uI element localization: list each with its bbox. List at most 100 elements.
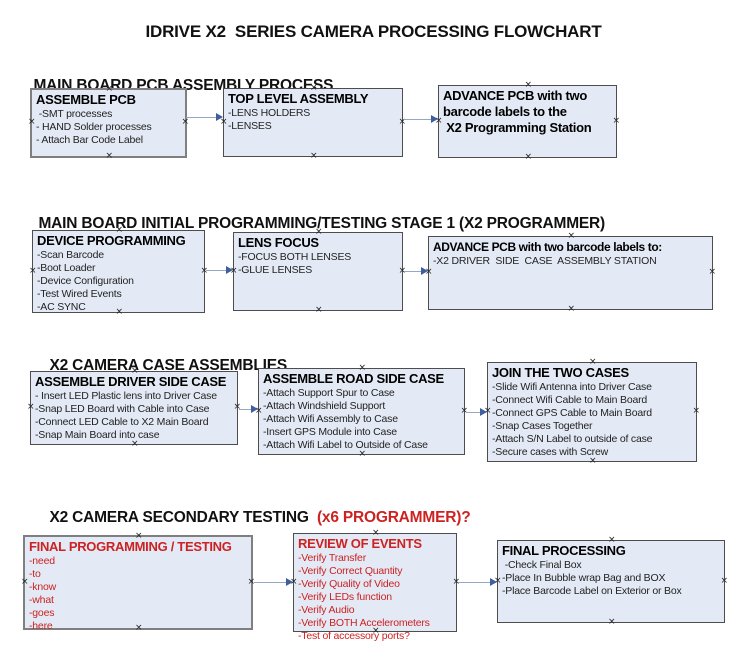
flow-box-device-programming[interactable]: DEVICE PROGRAMMING -Scan Barcode-Boot Lo… bbox=[29, 226, 208, 317]
box-title: FINAL PROGRAMMING / TESTING bbox=[29, 539, 232, 554]
connector-arrow[interactable] bbox=[466, 408, 487, 417]
connector-line bbox=[254, 581, 288, 584]
flow-box-join-the-two-cases[interactable]: JOIN THE TWO CASES -Slide Wifi Antenna i… bbox=[484, 358, 700, 466]
box-title: JOIN THE TWO CASES bbox=[492, 365, 629, 380]
box-body: -Check Final Box-Place In Bubble wrap Ba… bbox=[502, 559, 720, 598]
box-title: FINAL PROCESSING bbox=[502, 543, 626, 558]
box-line: -Test of accessory ports? bbox=[298, 630, 410, 642]
arrowhead-icon bbox=[286, 578, 293, 586]
connector-arrow[interactable] bbox=[239, 405, 258, 414]
box-line: -Verify BOTH Accelerometers bbox=[298, 617, 430, 629]
arrowhead-icon bbox=[421, 267, 428, 275]
box-body: -LENS HOLDERS-LENSES bbox=[228, 107, 398, 133]
connector-arrow[interactable] bbox=[186, 113, 223, 122]
box-line: -Scan Barcode bbox=[37, 249, 104, 261]
box-line: -AC SYNC bbox=[37, 301, 86, 313]
box-body: -X2 DRIVER SIDE CASE ASSEMBLY STATION bbox=[433, 255, 708, 268]
connector-arrow[interactable] bbox=[404, 115, 438, 124]
box-line: -SMT processes bbox=[36, 108, 113, 120]
box-line: -FOCUS BOTH LENSES bbox=[238, 251, 352, 263]
box-body: -Scan Barcode-Boot Loader-Device Configu… bbox=[37, 249, 200, 314]
connector-handle: × bbox=[29, 265, 37, 276]
box-line: -to bbox=[29, 568, 41, 580]
connector-line bbox=[186, 116, 218, 119]
connector-handle: × bbox=[708, 267, 716, 277]
page-title: IDRIVE X2 SERIES CAMERA PROCESSING FLOWC… bbox=[145, 22, 602, 41]
box-body: -Slide Wifi Antenna into Driver Case-Con… bbox=[492, 381, 692, 459]
connector-handle: × bbox=[21, 576, 29, 587]
arrowhead-icon bbox=[490, 578, 497, 586]
box-title: REVIEW OF EVENTS bbox=[298, 536, 422, 551]
connector-arrow[interactable] bbox=[254, 578, 293, 587]
box-line: -Secure cases with Screw bbox=[492, 446, 608, 458]
connector-handle: × bbox=[720, 575, 728, 586]
box-line: -Connect Wifi Cable to Main Board bbox=[492, 394, 648, 406]
box-line: X2 Programming Station bbox=[443, 120, 592, 135]
flow-box-review-of-events[interactable]: REVIEW OF EVENTS -Verify Transfer-Verify… bbox=[290, 529, 460, 643]
section-heading-text: MAIN BOARD INITIAL PROGRAMMING/TESTING S… bbox=[38, 215, 606, 232]
flow-box-assemble-pcb[interactable]: ASSEMBLE PCB -SMT processes- HAND Solder… bbox=[28, 85, 189, 161]
box-title: ADVANCE PCB with two barcode labels to: bbox=[433, 240, 662, 254]
box-line: -Insert GPS Module into Case bbox=[263, 426, 397, 438]
box-line: -Check Final Box bbox=[502, 559, 582, 571]
section-heading-red-text: (x6 PROGRAMMER)? bbox=[316, 509, 471, 526]
box-title: ASSEMBLE PCB bbox=[36, 92, 136, 107]
connector-line bbox=[466, 411, 482, 414]
arrowhead-icon bbox=[480, 408, 487, 416]
box-line: -Verify LEDs function bbox=[298, 591, 392, 603]
arrowhead-icon bbox=[251, 405, 258, 413]
flow-box-advance-pcb-to-case-station[interactable]: ADVANCE PCB with two barcode labels to: … bbox=[425, 232, 716, 314]
box-line: barcode labels to the bbox=[443, 104, 567, 119]
box-line: -Snap Cases Together bbox=[492, 420, 593, 432]
arrowhead-icon bbox=[226, 266, 233, 274]
flow-box-top-level-assembly[interactable]: TOP LEVEL ASSEMBLY -LENS HOLDERS-LENSES … bbox=[220, 84, 406, 161]
section-heading-secondary-testing: X2 CAMERA SECONDARY TESTING (x6 PROGRAMM… bbox=[33, 491, 470, 545]
box-line: -what bbox=[29, 594, 54, 606]
connector-arrow[interactable] bbox=[404, 267, 428, 276]
box-line: -Connect GPS Cable to Main Board bbox=[492, 407, 652, 419]
box-line: -Snap LED Board with Cable into Case bbox=[35, 403, 210, 415]
connector-handle: × bbox=[105, 151, 114, 161]
connector-handle: × bbox=[612, 115, 620, 126]
arrowhead-icon bbox=[216, 113, 223, 121]
box-line: - Attach Bar Code Label bbox=[36, 134, 143, 146]
box-line: -Verify Audio bbox=[298, 604, 355, 616]
connector-line bbox=[404, 118, 433, 121]
box-title: ASSEMBLE DRIVER SIDE CASE bbox=[35, 374, 227, 389]
box-line: -Attach S/N Label to outside of case bbox=[492, 433, 653, 445]
box-line: -Verify Correct Quantity bbox=[298, 565, 403, 577]
connector-line bbox=[206, 269, 228, 272]
flow-box-final-processing[interactable]: FINAL PROCESSING -Check Final Box-Place … bbox=[494, 536, 728, 627]
box-body: - Insert LED Plastic lens into Driver Ca… bbox=[35, 390, 233, 442]
box-line: -Attach Support Spur to Case bbox=[263, 387, 395, 399]
box-line: -Boot Loader bbox=[37, 262, 96, 274]
flow-box-final-programming-testing[interactable]: FINAL PROGRAMMING / TESTING -need-to-kno… bbox=[21, 532, 255, 633]
box-line: -need bbox=[29, 555, 55, 567]
box-title: DEVICE PROGRAMMING bbox=[37, 233, 186, 248]
connector-handle: × bbox=[315, 305, 323, 315]
connector-arrow[interactable] bbox=[458, 578, 497, 587]
connector-handle: × bbox=[28, 117, 36, 127]
connector-arrow[interactable] bbox=[206, 266, 233, 275]
box-line: -Place In Bubble wrap Bag and BOX bbox=[502, 572, 666, 584]
box-body: -Verify Transfer-Verify Correct Quantity… bbox=[298, 552, 452, 643]
box-line: -Attach Wifi Assembly to Case bbox=[263, 413, 398, 425]
section-heading-initial-programming: MAIN BOARD INITIAL PROGRAMMING/TESTING S… bbox=[22, 197, 605, 251]
flow-box-lens-focus[interactable]: LENS FOCUS -FOCUS BOTH LENSES-GLUE LENSE… bbox=[230, 228, 406, 315]
box-body: -Attach Support Spur to Case-Attach Wind… bbox=[263, 387, 460, 452]
box-line: -know bbox=[29, 581, 57, 593]
box-body: -need-to-know-what-goes-here bbox=[29, 555, 247, 633]
connector-handle: × bbox=[27, 402, 35, 412]
flow-box-assemble-road-side-case[interactable]: ASSEMBLE ROAD SIDE CASE -Attach Support … bbox=[255, 364, 468, 459]
box-line: -Test Wired Events bbox=[37, 288, 122, 300]
box-line: -Device Configuration bbox=[37, 275, 134, 287]
box-line: -goes bbox=[29, 607, 55, 619]
box-line: -LENSES bbox=[228, 120, 272, 132]
box-line: -Attach Wifi Label to Outside of Case bbox=[263, 439, 428, 451]
box-body: -SMT processes- HAND Solder processes- A… bbox=[36, 108, 181, 147]
box-line: -X2 DRIVER SIDE CASE ASSEMBLY STATION bbox=[433, 255, 657, 267]
flow-box-assemble-driver-side-case[interactable]: ASSEMBLE DRIVER SIDE CASE - Insert LED P… bbox=[27, 367, 241, 449]
box-line: -Verify Quality of Video bbox=[298, 578, 400, 590]
box-body: -FOCUS BOTH LENSES-GLUE LENSES bbox=[238, 251, 398, 277]
